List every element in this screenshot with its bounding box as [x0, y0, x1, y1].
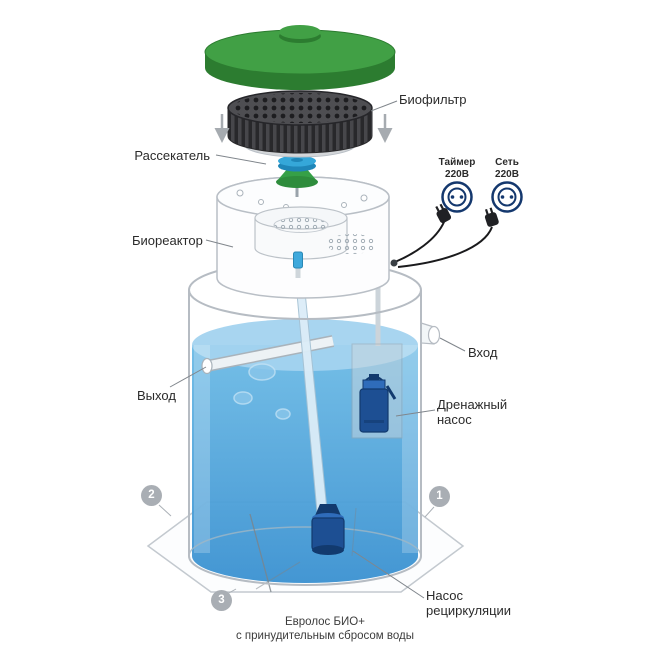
timer-label-line2: 220В	[445, 169, 469, 180]
flow-arrows	[214, 114, 393, 143]
air-bubbles	[233, 363, 291, 420]
mains-label-line1: Сеть	[495, 157, 519, 168]
inlet-label: Вход	[468, 345, 498, 360]
recirc-pump-label: Насос рециркуляции	[426, 588, 511, 618]
marker-3: 3	[211, 590, 232, 611]
biofilter-label: Биофильтр	[399, 92, 467, 107]
biofilter	[227, 90, 373, 154]
recirc-pump-label-line2: рециркуляции	[426, 603, 512, 618]
mains-socket-icon	[491, 181, 523, 213]
caption-line1: Евролос БИО+	[285, 616, 365, 628]
bioreactor	[216, 176, 390, 299]
timer-label: Таймер 220В	[428, 157, 486, 181]
inlet-pipe	[420, 322, 441, 345]
outlet-pipe	[201, 335, 335, 375]
drain-pump-label-line1: Дренажный	[437, 397, 508, 412]
marker-2: 2	[141, 485, 162, 506]
diffuser-assembly	[276, 155, 318, 197]
bioreactor-label: Биореактор	[132, 233, 203, 248]
timer-socket-icon	[441, 181, 473, 213]
leader-lines	[158, 100, 466, 599]
diffuser-label: Рассекатель	[134, 148, 210, 163]
drain-pump-label-line2: насос	[437, 412, 472, 427]
power-plugs-cables	[390, 203, 499, 268]
recirc-pump-label-line1: Насос	[426, 588, 463, 603]
timer-label-line1: Таймер	[438, 157, 476, 168]
caption-line2: с принудительным сбросом воды	[235, 630, 415, 642]
outlet-label: Выход	[137, 388, 176, 403]
drain-pump-assembly	[351, 284, 403, 439]
bottom-spokes	[249, 507, 357, 593]
drain-pump-label: Дренажный насос	[437, 397, 507, 427]
mains-label-line2: 220В	[495, 169, 519, 180]
recirculation-pump	[311, 504, 345, 555]
mains-label: Сеть 220В	[479, 157, 535, 181]
lid	[204, 25, 396, 90]
caption: Евролос БИО+ с принудительным сбросом во…	[160, 615, 490, 643]
marker-1: 1	[429, 486, 450, 507]
